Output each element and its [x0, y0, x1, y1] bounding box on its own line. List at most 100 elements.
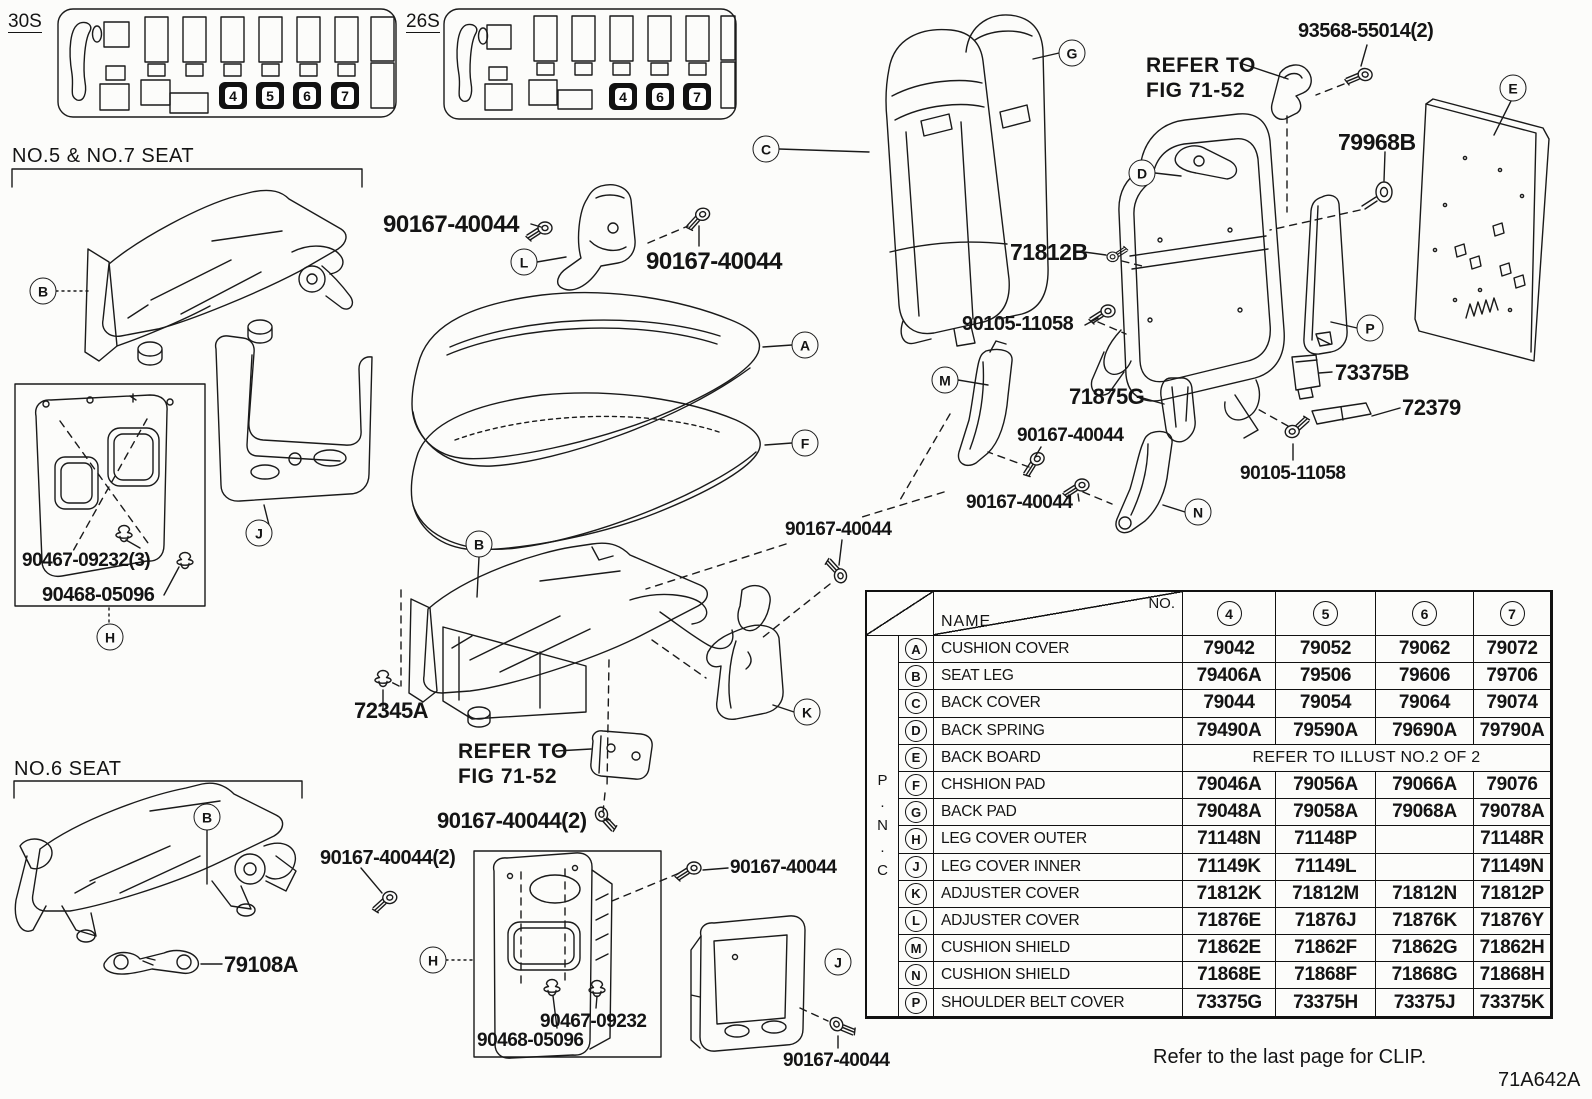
circled-letter: B — [905, 665, 927, 688]
part-number-cell: 71862G — [1376, 935, 1474, 963]
part-number-label: 90468-05096 — [477, 1030, 584, 1051]
seat-number: 6 — [298, 86, 316, 105]
dashed-lines — [59, 83, 1361, 1022]
belt-clamp-art — [1270, 64, 1312, 120]
part-number-label: 93568-55014(2) — [1298, 20, 1434, 42]
part-number-label: 90105-11058 — [962, 313, 1074, 335]
table-column-header-4: 4 — [1183, 592, 1276, 636]
callout-d: D — [1128, 159, 1156, 187]
circled-letter: P — [905, 991, 927, 1014]
part-number-cell: 79506 — [1276, 663, 1376, 691]
pnc-char: N — [877, 816, 888, 834]
part-number-cell: 71812K — [1183, 880, 1276, 908]
part-name-cell: CUSHION SHIELD — [934, 962, 1183, 990]
part-name-cell: LEG COVER INNER — [934, 853, 1183, 881]
part-number-cell: 79052 — [1276, 636, 1376, 664]
leg-cover-inner-lower — [690, 915, 806, 1052]
callout-n: N — [1184, 498, 1212, 526]
highlighted-seat: 4 — [609, 83, 637, 110]
clip-note: Refer to the last page for CLIP. — [1153, 1046, 1427, 1068]
seat-number: 7 — [688, 87, 706, 106]
part-number-cell: 79042 — [1183, 636, 1276, 664]
part-number-label: 90467-09232(3) — [22, 550, 151, 571]
circled-letter: G — [905, 801, 927, 824]
circled-number: 4 — [1216, 601, 1242, 626]
part-number-cell: 79064 — [1376, 690, 1474, 718]
part-number-cell: 79490A — [1183, 717, 1276, 745]
part-name-cell: BACK PAD — [934, 799, 1183, 827]
circled-letter: K — [905, 882, 927, 905]
callout-k: K — [793, 698, 821, 726]
part-name-cell: SEAT LEG — [934, 663, 1183, 691]
part-number-cell: 79062 — [1376, 636, 1474, 664]
shoulder-belt-cover-p-art — [1303, 194, 1348, 355]
pnc-char: P — [877, 771, 888, 789]
circled-letter: E — [905, 746, 927, 769]
seat-number: 6 — [651, 87, 669, 106]
part-number-cell: 71876J — [1276, 907, 1376, 936]
back-board-e-art — [1414, 98, 1550, 362]
part-number-cell: 71149K — [1183, 853, 1276, 881]
part-number-cell: 71868H — [1474, 962, 1551, 990]
refer-note-line: REFER TO — [1146, 54, 1256, 77]
part-number-label: 90167-40044 — [730, 857, 837, 878]
part-number-label: 90167-40044 — [1017, 425, 1124, 446]
name-header-label: NAME — [941, 613, 992, 630]
part-number-cell: 71862E — [1183, 935, 1276, 963]
seat-number: 4 — [224, 86, 242, 105]
section-label: NO.5 & NO.7 SEAT — [12, 145, 195, 167]
part-name-cell: ADJUSTER COVER — [934, 907, 1183, 936]
part-number-cell: 71862H — [1474, 935, 1551, 963]
leg-cover-inner-upper — [214, 335, 373, 502]
part-number-cell: 71876K — [1376, 907, 1474, 936]
part-number-cell: 71862F — [1276, 935, 1376, 963]
seat-number: 7 — [336, 86, 354, 105]
part-number-cell: 73375K — [1474, 989, 1551, 1017]
refer-note-line: REFER TO — [458, 740, 568, 763]
pnc-char: . — [880, 839, 885, 857]
part-number-label: 90167-40044 — [646, 248, 782, 275]
refer-bracket-art — [590, 730, 653, 780]
row-letter-cell: F — [899, 771, 934, 800]
part-number-cell: 79078A — [1474, 799, 1551, 827]
circled-letter: A — [905, 638, 927, 661]
part-number-label: 90105-11058 — [1240, 463, 1346, 484]
row-letter-cell: H — [899, 826, 934, 854]
highlighted-seat: 6 — [646, 83, 674, 110]
part-number-label: 71875G — [1069, 384, 1145, 409]
small-right-parts — [957, 340, 1372, 534]
back-pad-g-art — [965, 14, 1049, 320]
part-number-cell: 71149L — [1276, 853, 1376, 881]
part-name-cell: LEG COVER OUTER — [934, 826, 1183, 854]
highlighted-seat: 7 — [683, 83, 711, 110]
pnc-char: . — [880, 794, 885, 812]
part-name-cell: BACK SPRING — [934, 717, 1183, 745]
part-number-cell: 79406A — [1183, 663, 1276, 691]
section-label: NO.6 SEAT — [14, 758, 122, 780]
part-number-cell: 71812M — [1276, 880, 1376, 908]
row-letter-cell: E — [899, 744, 934, 772]
row-letter-cell: C — [899, 690, 934, 718]
seat-leg-frame-middle — [408, 542, 771, 728]
cushion-pad-art — [410, 392, 761, 561]
callout-g: G — [1058, 39, 1086, 67]
table-name-header: NO.NAME — [934, 592, 1183, 636]
part-number-label: 71812B — [1010, 239, 1088, 265]
part-number-cell: 79606 — [1376, 663, 1474, 691]
seat-leg-frame-no6 — [14, 782, 297, 943]
part-name-cell: BACK BOARD — [934, 744, 1183, 772]
leg-cover-outer-detail-box — [14, 383, 206, 607]
part-number-cell: 71868G — [1376, 962, 1474, 990]
callout-b: B — [193, 803, 221, 831]
circled-number: 6 — [1412, 601, 1437, 626]
part-name-cell: BACK COVER — [934, 690, 1183, 718]
part-name-cell: SHOULDER BELT COVER — [934, 989, 1183, 1017]
seat-leg-frame-no5-7 — [84, 189, 354, 366]
highlighted-seat: 5 — [256, 82, 284, 109]
bus-layout-26s — [443, 8, 737, 120]
part-number-cell: 71868F — [1276, 962, 1376, 990]
